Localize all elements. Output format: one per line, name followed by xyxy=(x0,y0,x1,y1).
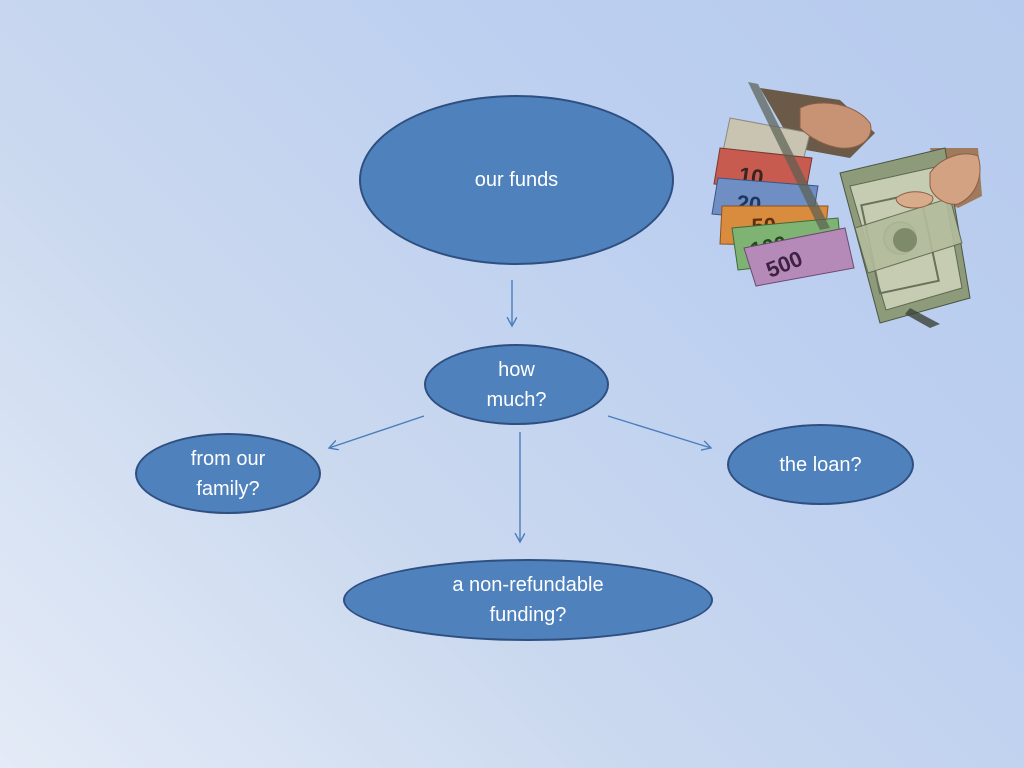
arrow-how-much-to-family xyxy=(329,415,425,448)
node-non-refundable-funding-label: a non-refundable funding? xyxy=(452,574,604,626)
money-banknotes-image: 10 20 50 100 500 xyxy=(711,82,982,328)
node-non-refundable-funding: a non-refundable funding? xyxy=(343,559,713,641)
node-from-our-family-label: from our family? xyxy=(190,447,266,500)
node-the-loan: the loan? xyxy=(727,424,914,505)
node-how-much: how much? xyxy=(424,344,609,425)
node-how-much-label: how much? xyxy=(486,358,547,411)
node-our-funds-label: our funds xyxy=(474,169,559,191)
node-our-funds: our funds xyxy=(359,95,674,265)
node-from-our-family: from our family? xyxy=(135,433,321,514)
node-the-loan-label: the loan? xyxy=(779,453,862,476)
arrow-how-much-to-loan xyxy=(607,415,711,448)
